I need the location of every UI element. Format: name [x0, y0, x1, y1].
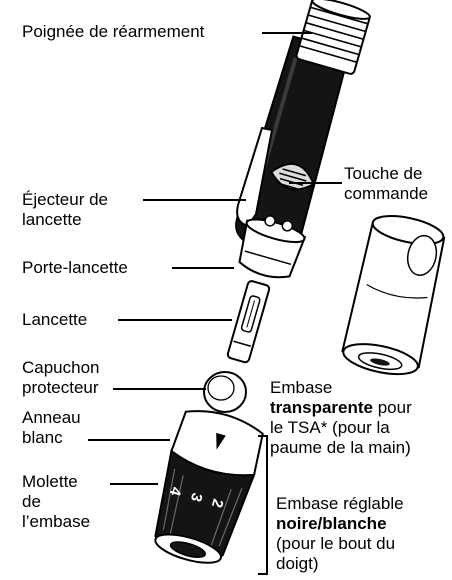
label-clear-cap: Embase transparente pour le TSA* (pour l… — [270, 378, 412, 458]
label-protective-cap: Capuchon protecteur — [22, 358, 100, 398]
label-lancet: Lancette — [22, 310, 87, 330]
label-command-button: Touche de commande — [344, 164, 428, 204]
lancet — [227, 280, 270, 363]
label-adjustable-cap-bold: noire/blanche — [276, 514, 404, 534]
label-clear-cap-bold: transparente — [270, 398, 373, 417]
label-lancet-holder: Porte-lancette — [22, 258, 128, 278]
label-white-ring: Anneau blanc — [22, 408, 81, 448]
adjustable-cap — [144, 403, 268, 571]
protective-cap — [204, 372, 246, 412]
label-lancet-ejector: Éjecteur de lancette — [22, 190, 108, 230]
label-reset-handle: Poignée de réarmement — [22, 22, 204, 42]
clear-cap — [340, 210, 449, 380]
label-dial: Molette de l’embase — [22, 472, 90, 532]
label-adjustable-cap: Embase réglable noire/blanche (pour le b… — [276, 494, 404, 574]
